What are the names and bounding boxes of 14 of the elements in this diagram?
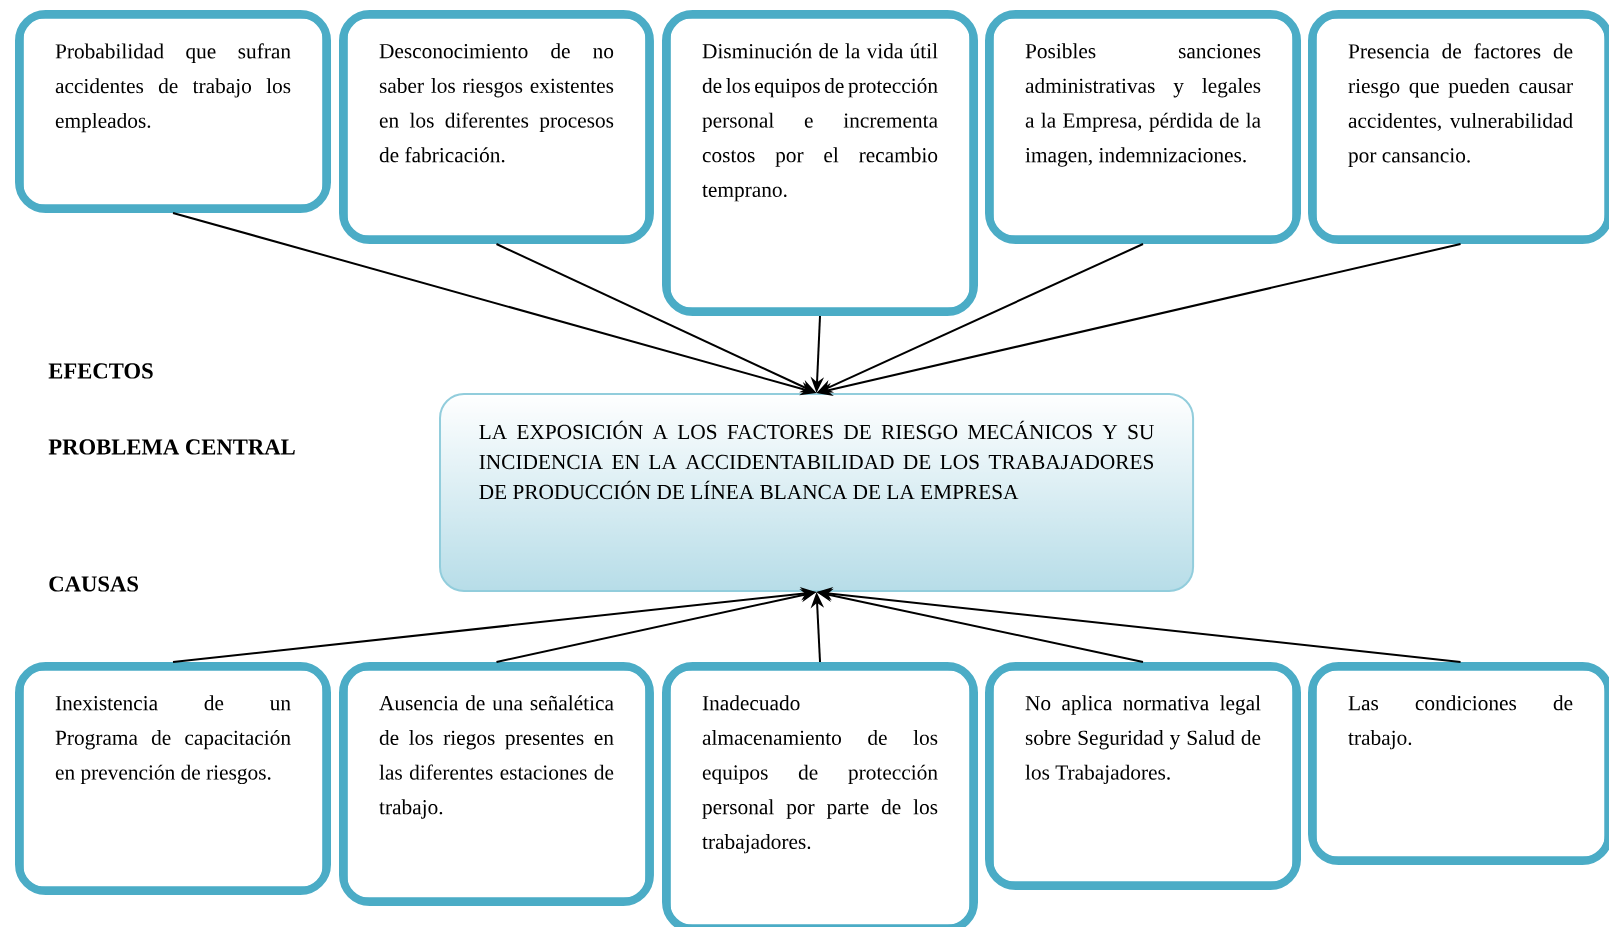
section-label: CAUSAS <box>49 576 138 592</box>
text-box: Inadecuado almacenamiento de los equipos de protección personal por parte de los trabajadores. <box>662 662 978 927</box>
section-label: PROBLEMA CENTRAL <box>48 439 295 455</box>
text-box: Ausencia de una señalética de los riegos presentes en las diferentes estaciones de trabajo. <box>339 662 654 906</box>
text-box: Posibles sanciones administrativas y legales a la Empresa, pérdida de la imagen, indemnizaciones. <box>985 10 1301 244</box>
text-box: Disminución de la vida útil de los equipos de protección personal e incrementa costos por el recambio temprano. <box>662 10 978 316</box>
problem-box: LA EXPOSICIÓN A LOS FACTORES DE RIESGO MECÁNICOS Y SU INCIDENCIA EN LA ACCIDENTABILIDAD DE LOS TRABAJADORES DE PRODUCCIÓN DE LÍNEA BLANCA DE LA EMPRESA <box>439 393 1195 593</box>
text-box: Las condiciones de trabajo. <box>1308 662 1609 865</box>
text-box: Desconocimiento de no saber los riesgos existentes en los diferentes procesos de fabricación. <box>339 10 654 244</box>
text-box: Presencia de factores de riesgo que pueden causar accidentes, vulnerabilidad por cansancio. <box>1308 10 1609 244</box>
text-box: No aplica normativa legal sobre Seguridad y Salud de los Trabajadores. <box>985 662 1301 890</box>
section-label: EFECTOS <box>48 363 153 379</box>
text-box: Inexistencia de un Programa de capacitación en prevención de riesgos. <box>15 662 331 896</box>
text-box: Probabilidad que sufran accidentes de trabajo los empleados. <box>15 10 331 213</box>
